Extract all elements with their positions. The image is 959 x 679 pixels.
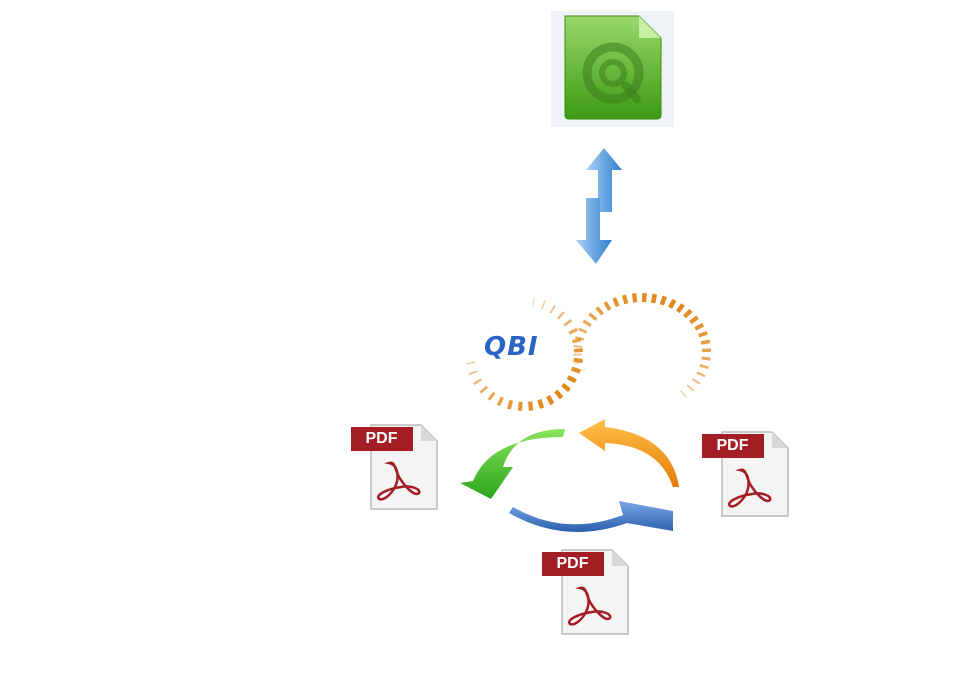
logo-dash [691, 378, 701, 385]
logo-dash [563, 318, 573, 327]
logo-dash [473, 378, 483, 385]
qlikview-file-icon [551, 11, 674, 127]
logo-dash [507, 399, 514, 410]
logo-dash [465, 361, 475, 365]
logo-dash [561, 382, 571, 393]
logo-dash [595, 306, 604, 316]
qbi-logo: QBI [452, 290, 717, 418]
logo-dash [701, 356, 711, 361]
logo-dash [612, 297, 620, 308]
logo-dash [573, 348, 583, 353]
qbi-logo-text: QBI [484, 332, 539, 362]
logo-dash [546, 395, 555, 406]
logo-dash [574, 336, 585, 341]
pdf-label: PDF [556, 555, 589, 572]
logo-dash [573, 344, 583, 348]
logo-dash [699, 364, 709, 370]
logo-dash [668, 298, 677, 309]
logo-dash [603, 301, 612, 311]
pdf-file-icon: PDF [540, 548, 630, 638]
logo-dash [571, 337, 582, 344]
logo-dash [588, 312, 598, 321]
logo-dash [650, 293, 658, 304]
logo-dash [527, 401, 534, 411]
logo-dash [698, 331, 708, 338]
logo-dash [566, 375, 577, 384]
logo-dash [680, 389, 687, 398]
logo-dash [576, 368, 586, 373]
logo-dash [686, 384, 695, 392]
logo-dash [659, 295, 667, 306]
logo-dash [537, 399, 545, 409]
logo-dash [577, 327, 588, 334]
logo-dash [468, 370, 478, 376]
logo-dash [700, 339, 711, 345]
pdf-file-icon: PDF [349, 423, 439, 513]
logo-dash [568, 327, 578, 335]
logo-dash [517, 401, 523, 412]
logo-dash [573, 357, 583, 363]
logo-dash [621, 294, 629, 305]
logo-dash [554, 389, 564, 400]
logo-dash [574, 361, 584, 365]
bidirectional-arrow-icon [574, 146, 624, 266]
logo-dash [696, 371, 706, 378]
logo-dash [532, 297, 535, 307]
logo-dash [683, 308, 693, 319]
logo-dash [487, 391, 496, 401]
logo-dash [479, 385, 489, 394]
refresh-cycle-icon [455, 415, 685, 540]
logo-dash [694, 322, 705, 331]
logo-dash [541, 300, 546, 310]
pdf-label: PDF [716, 437, 749, 454]
logo-dash [556, 311, 565, 320]
logo-dash [631, 293, 638, 303]
logo-dash [582, 319, 592, 328]
logo-dash [570, 366, 581, 374]
logo-dash [496, 396, 504, 407]
pdf-label: PDF [365, 430, 398, 447]
pdf-file-icon: PDF [700, 430, 790, 520]
logo-dash [675, 303, 685, 314]
logo-dash [689, 315, 699, 325]
logo-dash [549, 305, 556, 314]
